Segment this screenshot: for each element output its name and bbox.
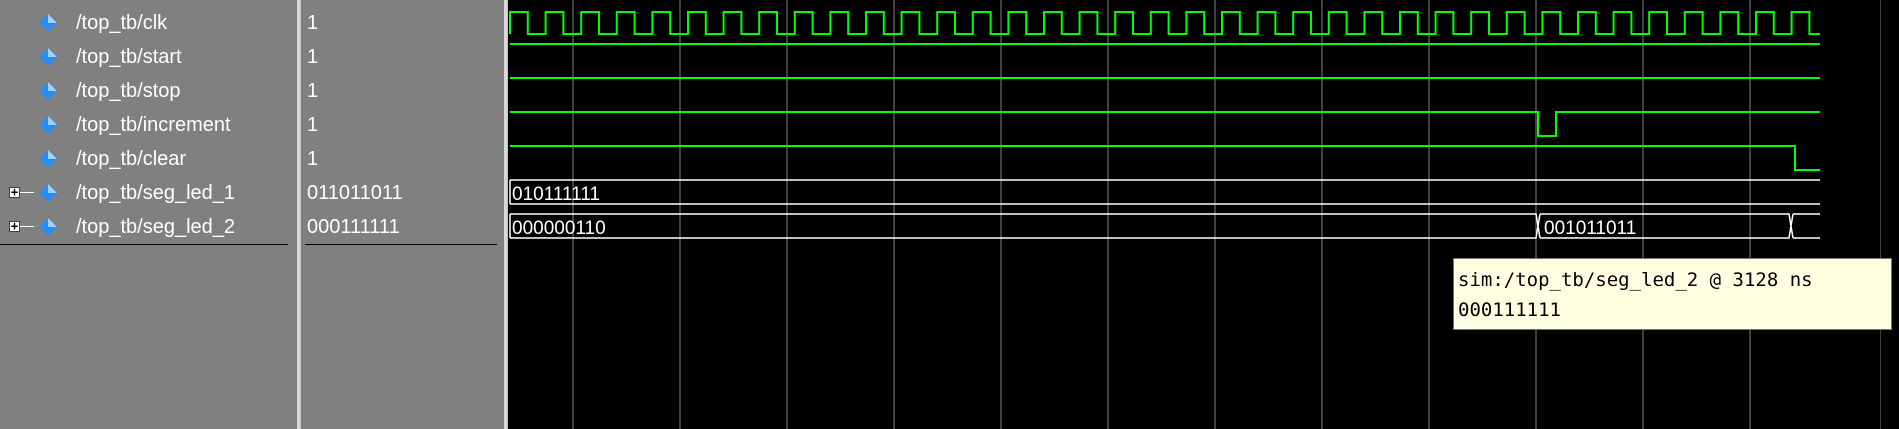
signal-diamond-icon [39, 116, 57, 134]
signal-value: 1 [307, 114, 319, 136]
wave-clear [510, 145, 1820, 171]
signal-value: 011011011 [307, 182, 403, 204]
signal-row-increment[interactable]: /top_tb/increment [0, 108, 297, 142]
signal-value: 000111111 [307, 216, 400, 238]
pane-splitter[interactable] [297, 0, 301, 429]
signal-diamond-icon [39, 184, 57, 202]
signal-row-seg-led-2[interactable]: + /top_tb/seg_led_2 [0, 210, 297, 244]
signal-names-pane[interactable]: /top_tb/clk /top_tb/start /top_tb/stop /… [0, 0, 297, 429]
bus-value-label: 001011011 [1544, 218, 1636, 239]
waveform-pane[interactable]: 010111111 000000110 001011011 [508, 0, 1899, 429]
signal-diamond-icon [39, 48, 57, 66]
signal-row-clear[interactable]: /top_tb/clear [0, 142, 297, 176]
signal-name: /top_tb/increment [76, 114, 231, 136]
signal-value: 1 [307, 148, 319, 170]
signal-name: /top_tb/clear [76, 148, 187, 170]
wave-seg-led-2-bus [509, 213, 1820, 239]
tree-connector [20, 226, 34, 227]
signal-value: 1 [307, 46, 319, 68]
bus-value-label: 010111111 [512, 184, 600, 205]
vertical-scrollbar[interactable] [1880, 0, 1899, 429]
pane-splitter[interactable] [504, 0, 508, 429]
cursor-tooltip: sim:/top_tb/seg_led_2 @ 3128 ns 00011111… [1453, 258, 1892, 330]
signal-row-stop[interactable]: /top_tb/stop [0, 74, 297, 108]
signal-diamond-icon [39, 14, 57, 32]
signal-row-start[interactable]: /top_tb/start [0, 40, 297, 74]
row-underline [305, 244, 497, 245]
waveform-canvas[interactable]: 010111111 000000110 001011011 [508, 0, 1899, 429]
signal-values-pane: 1 1 1 1 1 011011011 000111111 [301, 0, 504, 429]
signal-name: /top_tb/seg_led_2 [76, 216, 236, 238]
wave-increment [510, 111, 1820, 137]
tooltip-signal-time: sim:/top_tb/seg_led_2 @ 3128 ns [1458, 269, 1813, 291]
expand-plus-icon[interactable]: + [9, 185, 20, 199]
expand-plus-icon[interactable]: + [9, 219, 20, 233]
bus-value-label: 000000110 [512, 218, 606, 239]
signal-row-clk[interactable]: /top_tb/clk [0, 6, 297, 40]
signal-diamond-icon [39, 218, 57, 236]
signal-row-seg-led-1[interactable]: + /top_tb/seg_led_1 [0, 176, 297, 210]
wave-clk [509, 11, 1820, 35]
signal-diamond-icon [39, 82, 57, 100]
signal-name: /top_tb/clk [76, 12, 168, 34]
signal-diamond-icon [39, 150, 57, 168]
wave-seg-led-1-bus [509, 179, 1820, 205]
tooltip-value: 000111111 [1458, 299, 1561, 321]
tree-connector [20, 192, 34, 193]
signal-value: 1 [307, 80, 319, 102]
row-underline [0, 244, 288, 245]
signal-name: /top_tb/start [76, 46, 182, 68]
signal-value: 1 [307, 12, 319, 34]
signal-name: /top_tb/stop [76, 80, 181, 102]
signal-name: /top_tb/seg_led_1 [76, 182, 236, 204]
